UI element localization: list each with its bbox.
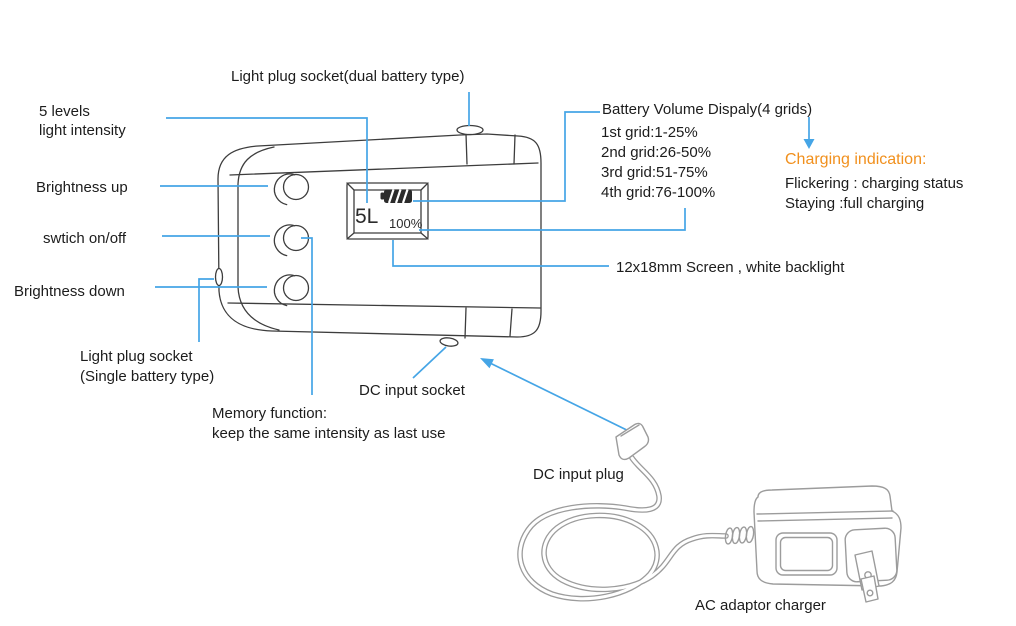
device-bottom-section-line-left [464,307,467,339]
leader-memory [301,237,313,395]
battery-grid-2: 2nd grid:26-50% [601,144,712,161]
brightness-down-button-arc [273,274,296,307]
label-memory-line2: keep the same intensity as last use [212,425,446,442]
leader-dc-socket [412,346,447,379]
label-dc-input-socket: DC input socket [359,382,465,399]
label-memory-line1: Memory function: [212,405,328,422]
device-bottom-section-line-right [509,308,513,337]
single-battery-light-socket [214,267,224,287]
dc-plug-arrowhead [480,358,494,369]
screen-percent-value: 100% [389,216,423,231]
label-memory: Memory function: keep the same intensity… [212,404,445,444]
label-single-socket-line2: (Single battery type) [80,368,215,385]
leader-single-socket [198,278,214,342]
label-dc-input-plug: DC input plug [533,466,624,483]
dc-input-socket [439,337,459,347]
leader-screen-spec [392,240,609,267]
charging-arrowhead [803,139,815,149]
label-ac-adaptor: AC adaptor charger [695,597,826,614]
charging-line1: Flickering : charging status [785,175,964,192]
label-five-levels: 5 levels light intensity [39,102,126,140]
switch-on-off-button-arc [273,224,296,257]
battery-grid-3: 3rd grid:51-75% [601,164,708,181]
leader-percent [419,208,686,231]
label-screen-spec: 12x18mm Screen , white backlight [616,259,845,276]
label-five-levels-line1: 5 levels [39,103,90,120]
label-battery-display-title: Battery Volume Dispaly(4 grids) [602,101,813,118]
battery-3-bars-icon [380,189,412,204]
controller-device [214,124,542,347]
ac-adaptor-charger-body [724,485,902,603]
label-single-socket: Light plug socket (Single battery type) [80,347,214,387]
adapter-label-plate [775,532,838,576]
brightness-up-button-arc [273,173,296,206]
label-charging-title: Charging indication: [785,151,927,168]
label-brightness-down: Brightness down [14,283,125,300]
charging-line2: Staying :full charging [785,195,925,212]
dc-plug-arrow-line [489,362,642,438]
plug-blade-2 [860,575,879,603]
dc-input-plug-connector [615,422,650,461]
device-top-section-line-right [513,134,516,165]
leader-battery-icon [413,111,600,202]
adapter-seam-lines [756,510,894,522]
battery-grid-list: 1st grid:1-25% 2nd grid:26-50% 3rd grid:… [601,123,715,203]
screen-level-value: 5L [355,205,379,228]
device-bottom-face-line [227,302,541,309]
device-top-section-line-left [465,133,468,165]
dual-battery-light-socket [456,124,484,136]
leader-lines [155,92,815,438]
battery-grid-1: 1st grid:1-25% [601,124,698,141]
device-top-face-line [229,162,539,176]
adapter-label-plate-inner [779,536,834,572]
label-five-levels-line2: light intensity [39,122,126,139]
brightness-up-button [282,173,310,201]
screen-bevel-lines [346,182,429,240]
label-dual-socket: Light plug socket(dual battery type) [231,68,465,85]
brightness-down-button [282,274,310,302]
ac-adapter-assembly [517,422,902,603]
battery-grid-4: 4th grid:76-100% [601,184,716,201]
label-brightness-up: Brightness up [36,179,128,196]
leader-five-levels [166,117,368,203]
label-single-socket-line1: Light plug socket [80,348,193,365]
power-cable-highlight [518,456,728,601]
label-switch-on-off: swtich on/off [43,230,127,247]
charging-description: Flickering : charging status Staying :fu… [785,174,963,214]
plug-blade-2-hole [866,589,874,597]
